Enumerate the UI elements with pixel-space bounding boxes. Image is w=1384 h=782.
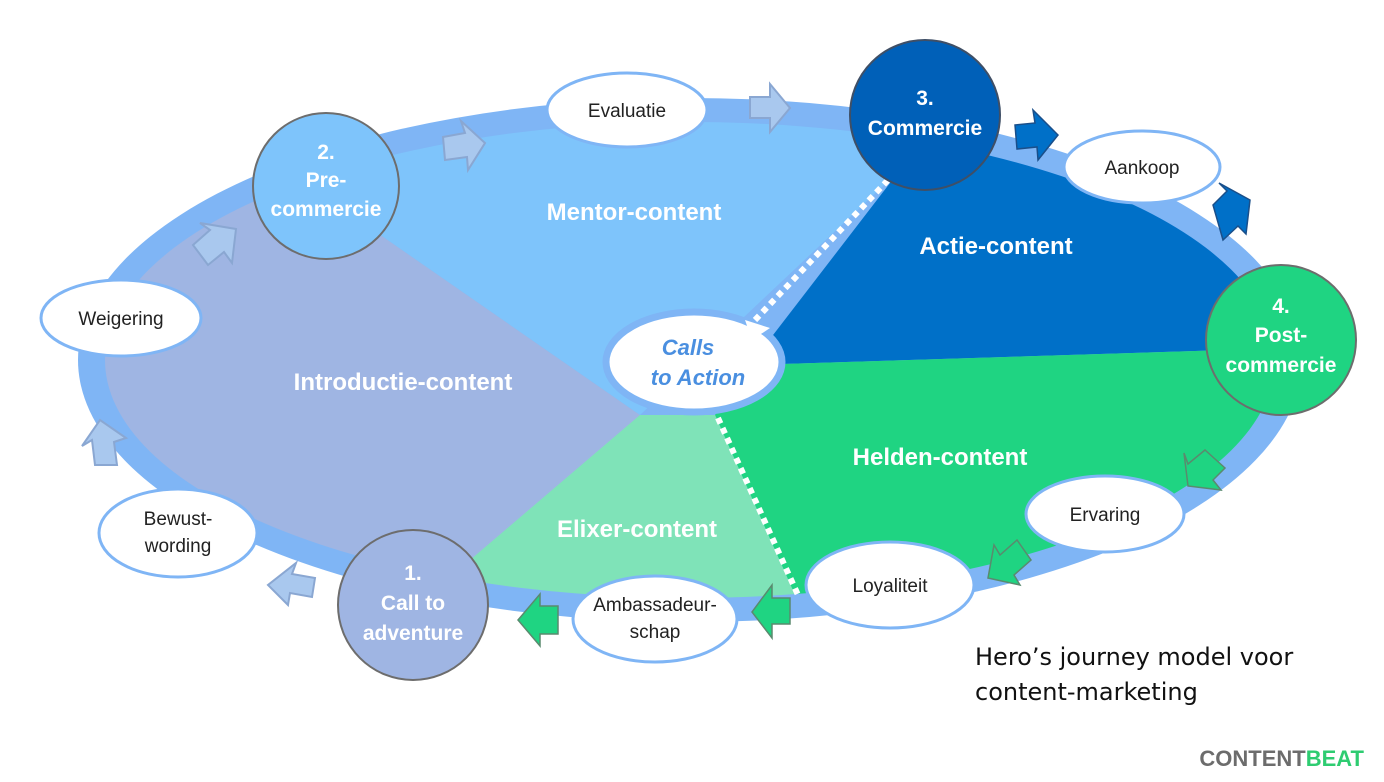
arrow-icon bbox=[266, 560, 317, 608]
logo-part-beat: BEAT bbox=[1305, 746, 1364, 771]
contentbeat-logo: CONTENTBEAT bbox=[1199, 746, 1364, 772]
calls-to-action: Calls to Action bbox=[602, 308, 786, 416]
cta-label-1: Calls bbox=[662, 335, 715, 360]
arrow-icon bbox=[1212, 182, 1251, 242]
cta-label-2: to Action bbox=[651, 365, 746, 390]
stage-1-label-2: Call to bbox=[381, 592, 445, 615]
arrows-dark-blue bbox=[1014, 107, 1251, 242]
step-ambassadeurschap-label-1: Ambassadeur- bbox=[593, 595, 717, 616]
label-mentor-content: Mentor-content bbox=[547, 199, 722, 226]
step-bewustwording-label-1: Bewust- bbox=[144, 509, 213, 530]
step-ervaring: Ervaring bbox=[1024, 474, 1186, 554]
arrow-icon bbox=[1183, 449, 1227, 491]
cta-pointer-icon bbox=[745, 320, 770, 340]
step-aankoop-label: Aankoop bbox=[1104, 158, 1179, 179]
arrows-light bbox=[81, 81, 792, 608]
arrows-green bbox=[517, 449, 1227, 649]
stage-3-commercie: 3. Commercie bbox=[849, 39, 1001, 191]
logo-part-content: CONTENT bbox=[1199, 746, 1306, 771]
label-helden-content: Helden-content bbox=[853, 444, 1028, 471]
label-actie-content: Actie-content bbox=[919, 233, 1072, 260]
arrow-icon bbox=[517, 591, 559, 649]
stage-1-label-1: 1. bbox=[404, 562, 422, 585]
label-introductie-content: Introductie-content bbox=[294, 369, 513, 396]
arrow-icon bbox=[191, 222, 238, 267]
stage-1-call-to-adventure: 1. Call to adventure bbox=[337, 529, 489, 681]
step-ervaring-label: Ervaring bbox=[1070, 505, 1141, 526]
stage-4-label-3: commercie bbox=[1226, 354, 1337, 377]
arrow-icon bbox=[441, 117, 487, 174]
step-loyaliteit: Loyaliteit bbox=[804, 540, 976, 630]
caption-line-2: content-marketing bbox=[975, 678, 1198, 706]
stage-2-label-1: 2. bbox=[317, 141, 335, 164]
arrow-icon bbox=[749, 81, 792, 135]
stage-2-label-3: commercie bbox=[271, 198, 382, 221]
segment-elixer bbox=[470, 415, 800, 598]
diagram-caption: Hero’s journey model voor content-market… bbox=[975, 640, 1293, 710]
step-bewustwording-label-2: wording bbox=[144, 536, 212, 557]
step-bewustwording: Bewust- wording bbox=[97, 487, 259, 579]
stage-4-postcommercie: 4. Post- commercie bbox=[1205, 264, 1357, 416]
arrow-icon bbox=[1014, 107, 1060, 162]
step-loyaliteit-label: Loyaliteit bbox=[853, 576, 929, 597]
step-evaluatie-label: Evaluatie bbox=[588, 101, 666, 122]
stage-2-label-2: Pre- bbox=[306, 169, 347, 192]
segment-actie bbox=[750, 122, 1275, 365]
step-weigering: Weigering bbox=[39, 278, 203, 358]
step-evaluatie: Evaluatie bbox=[545, 71, 709, 149]
step-ambassadeurschap-label-2: schap bbox=[630, 622, 681, 643]
label-elixer-content: Elixer-content bbox=[557, 516, 717, 543]
step-aankoop: Aankoop bbox=[1062, 129, 1222, 205]
stage-3-label-1: 3. bbox=[916, 87, 934, 110]
segment-mentor bbox=[320, 122, 900, 415]
stage-1-label-3: adventure bbox=[363, 622, 463, 645]
step-weigering-label: Weigering bbox=[78, 309, 163, 330]
arrow-icon bbox=[81, 418, 129, 466]
stage-4-label-2: Post- bbox=[1255, 324, 1308, 347]
arrow-icon bbox=[751, 582, 791, 641]
step-ambassadeurschap: Ambassadeur- schap bbox=[571, 574, 739, 664]
arrow-icon bbox=[987, 538, 1032, 587]
stage-4-label-1: 4. bbox=[1272, 295, 1290, 318]
stage-3-label-2: Commercie bbox=[868, 117, 982, 140]
stage-2-precommercie: 2. Pre- commercie bbox=[252, 112, 400, 260]
caption-line-1: Hero’s journey model voor bbox=[975, 643, 1294, 671]
